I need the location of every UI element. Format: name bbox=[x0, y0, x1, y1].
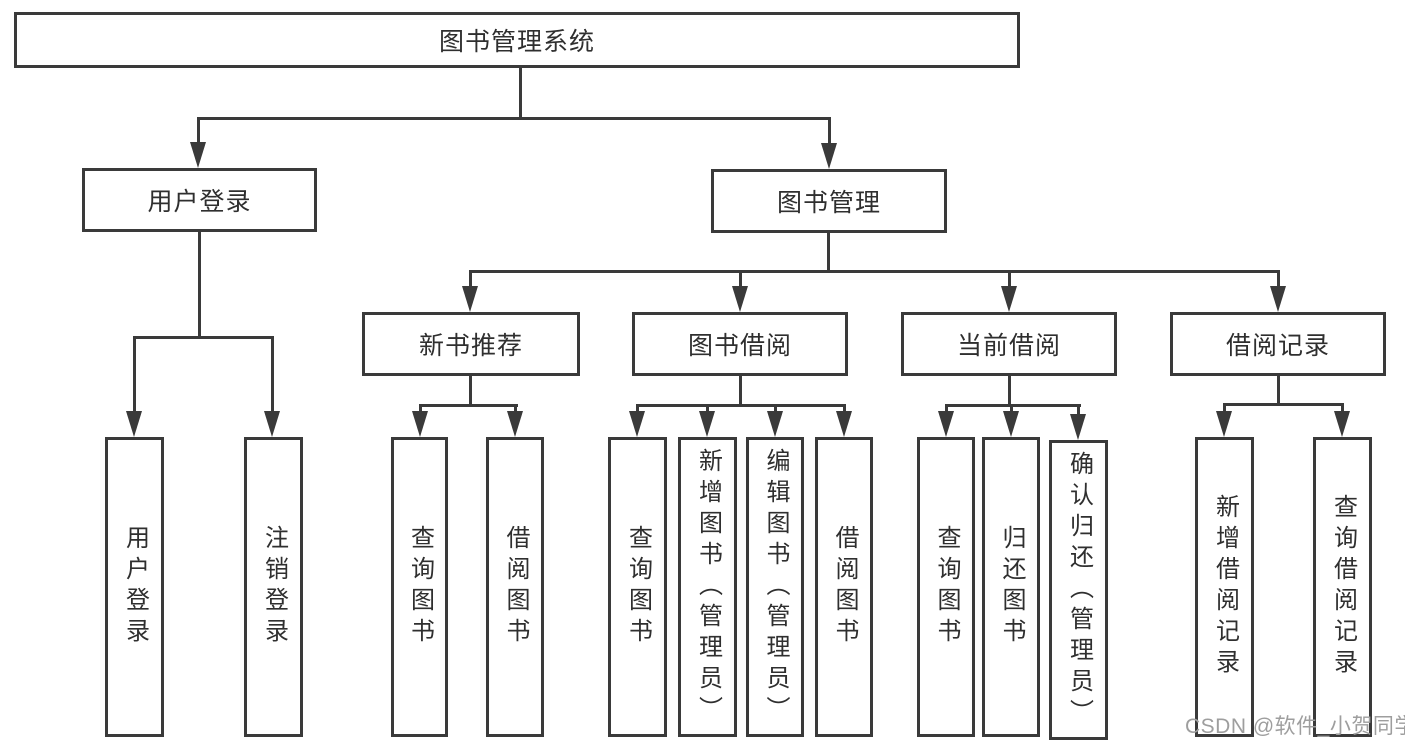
connector-vline bbox=[469, 270, 472, 292]
connector-arrow bbox=[732, 286, 748, 312]
connector-arrow bbox=[462, 286, 478, 312]
connector-vline bbox=[197, 117, 200, 145]
node-label: 查询图书 bbox=[933, 525, 960, 649]
node-label: 当前借阅 bbox=[956, 332, 1061, 360]
connector-arrow bbox=[938, 411, 954, 437]
connector-arrow bbox=[1070, 414, 1086, 440]
connector-vline bbox=[945, 404, 948, 416]
connector-vline bbox=[1008, 376, 1011, 407]
node-label: 用户登录 bbox=[147, 188, 252, 216]
node-new-book-recommend: 新书推荐 bbox=[362, 312, 580, 376]
connector-vline bbox=[1010, 404, 1013, 416]
connector-vline bbox=[198, 232, 201, 339]
node-borrowing-records: 借阅记录 bbox=[1170, 312, 1386, 376]
node-label: 新增借阅记录 bbox=[1211, 494, 1239, 680]
node-current-borrowing: 当前借阅 bbox=[901, 312, 1117, 376]
connector-vline bbox=[469, 376, 472, 407]
connector-vline bbox=[271, 336, 274, 414]
connector-vline bbox=[827, 233, 830, 273]
connector-vline bbox=[1223, 403, 1226, 415]
connector-arrow bbox=[836, 411, 852, 437]
leaf-user-login: 用户登录 bbox=[105, 437, 164, 737]
node-label: 查询图书 bbox=[406, 525, 434, 649]
connector-vline bbox=[828, 117, 831, 145]
connector-arrow bbox=[1270, 286, 1286, 312]
node-label: 图书管理 bbox=[776, 189, 881, 217]
node-label: 新书推荐 bbox=[418, 332, 523, 360]
node-user-login: 用户登录 bbox=[82, 168, 317, 232]
node-label: 图书管理系统 bbox=[438, 28, 595, 56]
node-label: 新增图书（管理员） bbox=[694, 447, 722, 727]
node-label: 图书借阅 bbox=[687, 332, 792, 360]
connector-vline bbox=[739, 376, 742, 407]
connector-arrow bbox=[412, 411, 428, 437]
node-book-borrowing: 图书借阅 bbox=[632, 312, 848, 376]
leaf-query-borrow-record: 查询借阅记录 bbox=[1313, 437, 1372, 737]
node-label: 查询借阅记录 bbox=[1329, 494, 1357, 680]
connector-arrow bbox=[190, 142, 206, 168]
connector-vline bbox=[1341, 403, 1344, 415]
leaf-return-books: 归还图书 bbox=[982, 437, 1040, 737]
connector-vline bbox=[843, 404, 846, 416]
connector-hline bbox=[197, 117, 831, 120]
connector-vline bbox=[739, 270, 742, 292]
connector-vline bbox=[514, 404, 517, 416]
leaf-borrowing-query-books: 查询图书 bbox=[608, 437, 667, 737]
leaf-recommend-borrow-books: 借阅图书 bbox=[486, 437, 544, 737]
connector-hline bbox=[133, 336, 274, 339]
connector-arrow bbox=[264, 411, 280, 437]
connector-vline bbox=[706, 404, 709, 416]
leaf-edit-book-admin: 编辑图书（管理员） bbox=[746, 437, 804, 737]
node-label: 借阅记录 bbox=[1225, 332, 1330, 360]
connector-hline bbox=[636, 404, 846, 407]
connector-hline bbox=[1223, 403, 1344, 406]
node-label: 确认归还（管理员） bbox=[1065, 450, 1093, 730]
connector-arrow bbox=[1334, 411, 1350, 437]
connector-vline bbox=[519, 68, 522, 118]
connector-arrow bbox=[1216, 411, 1232, 437]
node-label: 编辑图书（管理员） bbox=[762, 447, 789, 727]
connector-hline bbox=[945, 404, 1081, 407]
leaf-recommend-query-books: 查询图书 bbox=[391, 437, 448, 737]
node-label: 归还图书 bbox=[998, 525, 1025, 649]
connector-hline bbox=[469, 270, 1280, 273]
connector-vline bbox=[133, 336, 136, 414]
node-label: 借阅图书 bbox=[502, 525, 529, 649]
node-library-management-system: 图书管理系统 bbox=[14, 12, 1020, 68]
leaf-add-book-admin: 新增图书（管理员） bbox=[678, 437, 737, 737]
node-label: 用户登录 bbox=[121, 525, 149, 649]
connector-arrow bbox=[1003, 411, 1019, 437]
node-label: 注销登录 bbox=[260, 525, 288, 649]
connector-hline bbox=[419, 404, 518, 407]
connector-vline bbox=[419, 404, 422, 416]
leaf-logout: 注销登录 bbox=[244, 437, 303, 737]
connector-vline bbox=[636, 404, 639, 416]
leaf-confirm-return-admin: 确认归还（管理员） bbox=[1049, 440, 1108, 740]
leaf-borrowing-borrow-books: 借阅图书 bbox=[815, 437, 873, 737]
connector-vline bbox=[1008, 270, 1011, 292]
node-label: 查询图书 bbox=[624, 525, 652, 649]
node-book-management: 图书管理 bbox=[711, 169, 947, 233]
connector-arrow bbox=[821, 143, 837, 169]
connector-arrow bbox=[1001, 286, 1017, 312]
connector-arrow bbox=[507, 411, 523, 437]
node-label: 借阅图书 bbox=[831, 525, 858, 649]
connector-vline bbox=[774, 404, 777, 416]
leaf-add-borrow-record: 新增借阅记录 bbox=[1195, 437, 1254, 737]
connector-vline bbox=[1277, 270, 1280, 292]
connector-vline bbox=[1277, 376, 1280, 406]
connector-arrow bbox=[126, 411, 142, 437]
connector-arrow bbox=[629, 411, 645, 437]
csdn-watermark: CSDN @软件_小贺同学 bbox=[1185, 715, 1405, 738]
leaf-current-query-books: 查询图书 bbox=[917, 437, 975, 737]
connector-arrow bbox=[767, 411, 783, 437]
connector-vline bbox=[1077, 404, 1080, 416]
connector-arrow bbox=[699, 411, 715, 437]
